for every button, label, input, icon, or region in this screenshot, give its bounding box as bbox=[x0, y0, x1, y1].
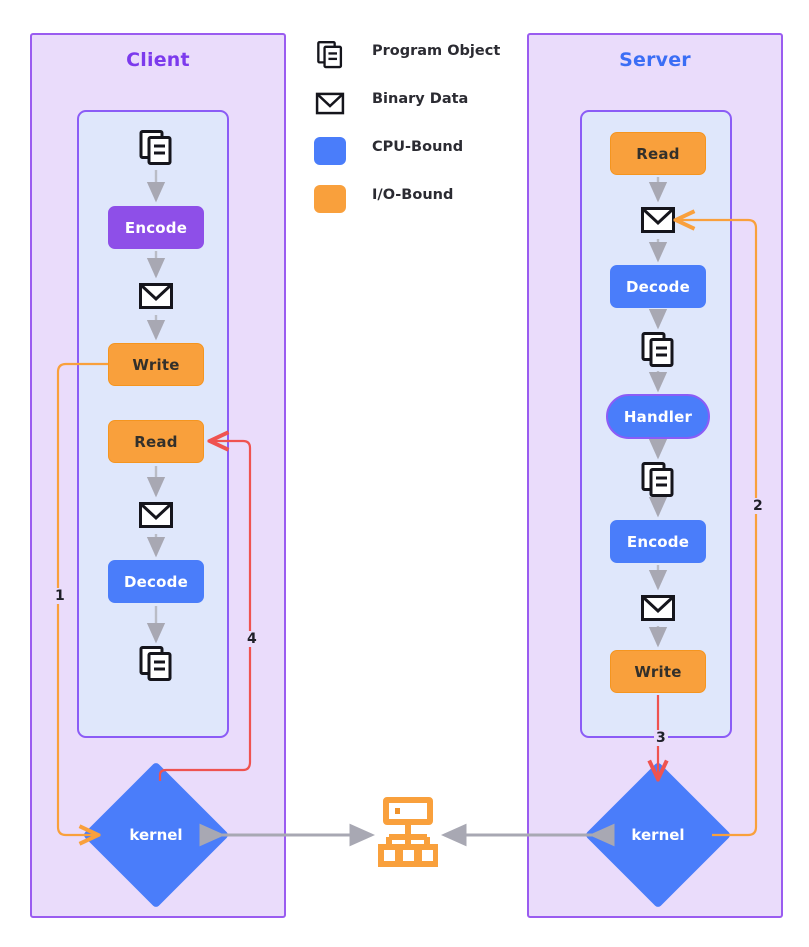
server-title: Server bbox=[619, 49, 691, 71]
binary-data-icon bbox=[640, 592, 676, 628]
client-write-label: Write bbox=[132, 355, 180, 374]
legend-label-io-bound: I/O-Bound bbox=[372, 187, 454, 203]
program-object-icon bbox=[640, 461, 676, 503]
server-kernel-label: kernel bbox=[631, 826, 685, 844]
server-read-node[interactable]: Read bbox=[610, 132, 706, 175]
program-object-icon bbox=[640, 331, 676, 373]
server-decode-node[interactable]: Decode bbox=[610, 265, 706, 308]
binary-data-icon bbox=[640, 204, 676, 240]
program-object-icon bbox=[138, 129, 174, 171]
server-encode-label: Encode bbox=[626, 532, 690, 551]
network-hub-icon bbox=[378, 797, 439, 873]
flow-label-4: 4 bbox=[245, 631, 259, 647]
legend-item-cpu-bound: CPU-Bound bbox=[312, 134, 522, 182]
server-decode-label: Decode bbox=[626, 277, 690, 296]
flow-label-3: 3 bbox=[654, 730, 668, 746]
legend-label-cpu-bound: CPU-Bound bbox=[372, 139, 464, 155]
client-read-node[interactable]: Read bbox=[108, 420, 204, 463]
server-write-label: Write bbox=[634, 662, 682, 681]
program-object-icon bbox=[312, 38, 348, 72]
binary-data-icon bbox=[138, 280, 174, 316]
client-title: Client bbox=[126, 49, 190, 71]
client-encode-node[interactable]: Encode bbox=[108, 206, 204, 249]
cpu-bound-swatch bbox=[314, 137, 346, 165]
client-write-node[interactable]: Write bbox=[108, 343, 204, 386]
client-read-label: Read bbox=[134, 432, 178, 451]
server-handler-label: Handler bbox=[623, 407, 693, 426]
client-kernel-label: kernel bbox=[129, 826, 183, 844]
client-encode-label: Encode bbox=[124, 218, 188, 237]
flow-label-1: 1 bbox=[53, 588, 67, 604]
legend-label-binary-data: Binary Data bbox=[372, 91, 469, 107]
legend-item-binary-data: Binary Data bbox=[312, 86, 522, 134]
program-object-icon bbox=[138, 645, 174, 687]
server-encode-node[interactable]: Encode bbox=[610, 520, 706, 563]
client-decode-node[interactable]: Decode bbox=[108, 560, 204, 603]
legend: Program Object Binary Data CPU-Bound I/O… bbox=[312, 38, 522, 230]
binary-data-icon bbox=[138, 499, 174, 535]
io-bound-swatch bbox=[314, 185, 346, 213]
legend-label-program-object: Program Object bbox=[372, 43, 501, 59]
server-read-label: Read bbox=[636, 144, 680, 163]
legend-item-program-object: Program Object bbox=[312, 38, 522, 86]
server-handler-node[interactable]: Handler bbox=[606, 394, 710, 439]
flow-label-2: 2 bbox=[751, 498, 765, 514]
server-write-node[interactable]: Write bbox=[610, 650, 706, 693]
binary-data-icon bbox=[312, 86, 348, 120]
client-decode-label: Decode bbox=[124, 572, 188, 591]
legend-item-io-bound: I/O-Bound bbox=[312, 182, 522, 230]
